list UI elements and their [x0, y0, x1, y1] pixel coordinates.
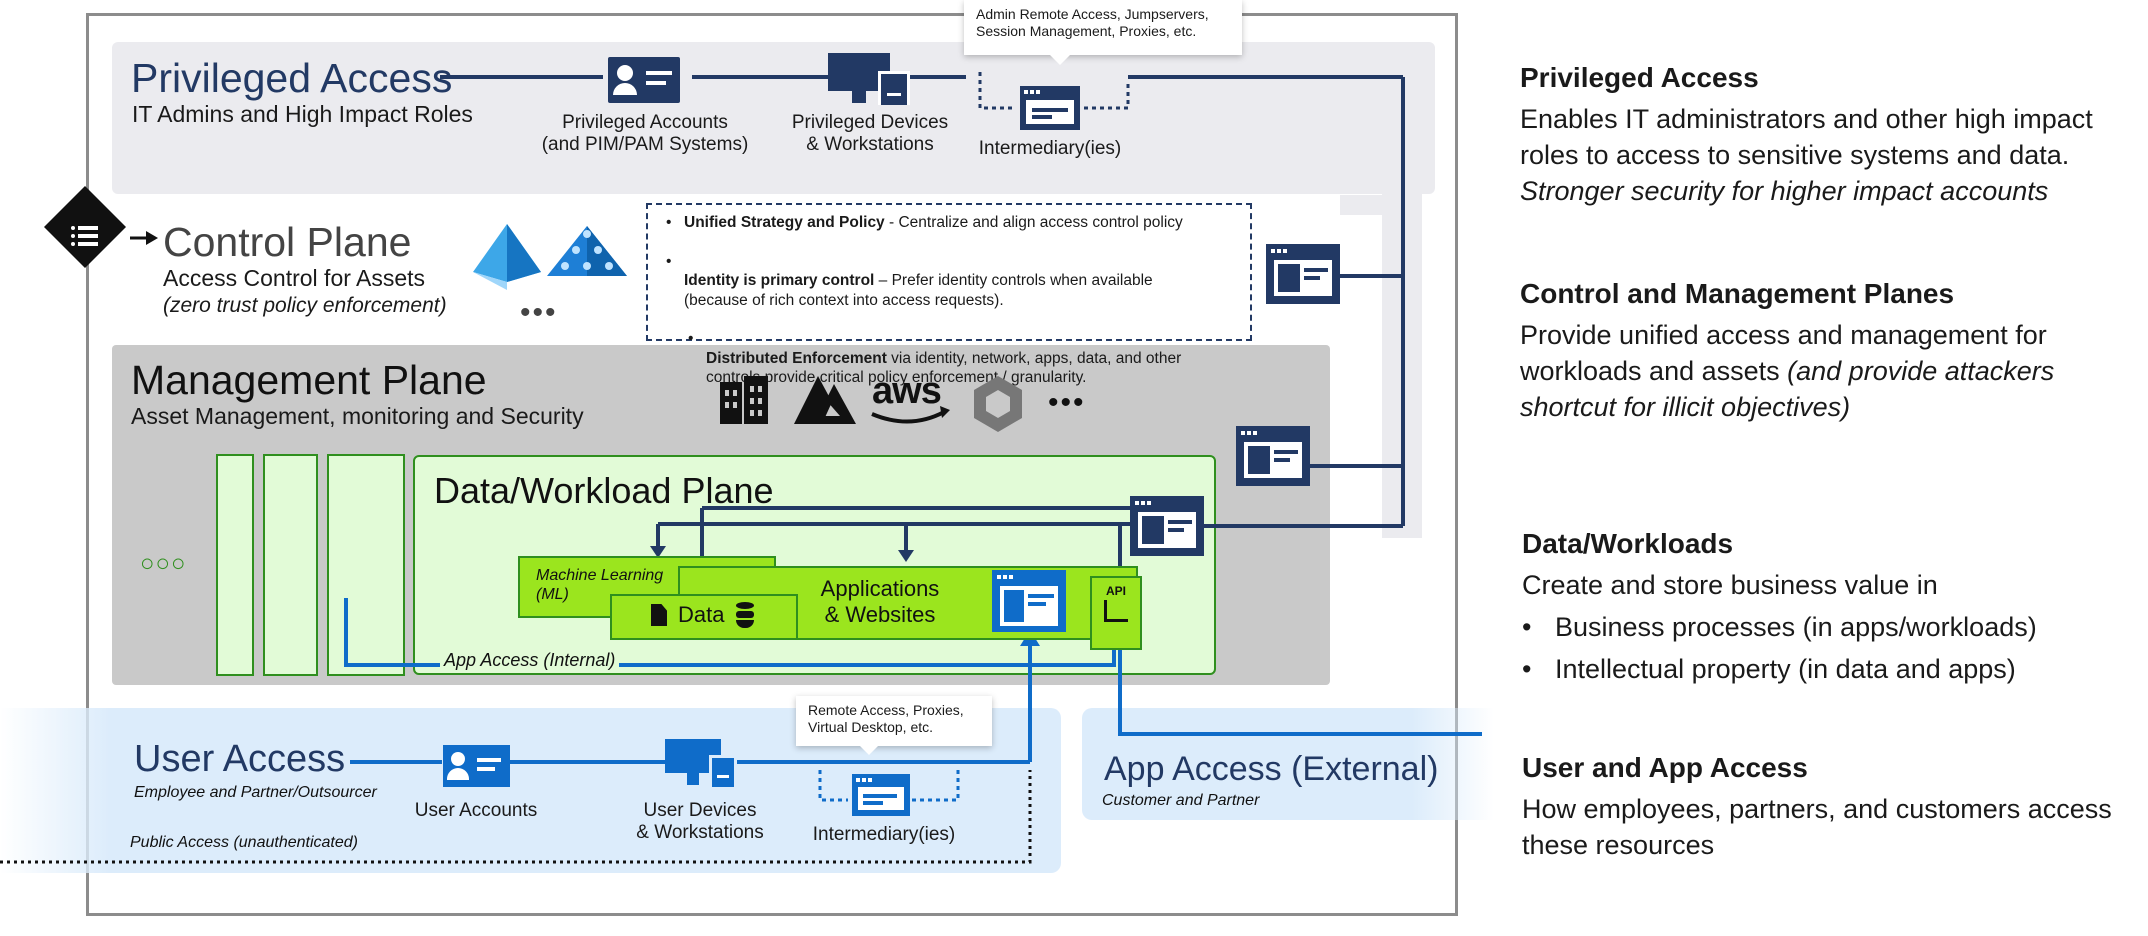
policy-bullet-3: • Distributed Enforcement via identity, …	[688, 330, 1182, 386]
user-intermediary-icon	[852, 774, 910, 816]
database-icon	[736, 602, 754, 628]
management-ellipsis: •••	[1048, 386, 1086, 419]
data-label: Data	[678, 602, 725, 627]
outer-frame	[86, 13, 1458, 916]
user-intermediary-label: Intermediary(ies)	[812, 824, 956, 845]
api-plug-icon	[1104, 600, 1128, 622]
section-data-body: Create and store business value in	[1522, 570, 1938, 600]
section-data-bullet-1: •Business processes (in apps/workloads)	[1522, 612, 2037, 642]
policy-bullet-1-bold: Unified Strategy and Policy	[684, 214, 885, 231]
section-privileged-text: Enables IT administrators and other high…	[1520, 104, 2093, 170]
user-subtitle: Employee and Partner/Outsourcer	[134, 784, 377, 801]
aws-logo-text: aws	[872, 370, 942, 412]
section-planes-body: Provide unified access and management fo…	[1520, 318, 2120, 426]
privileged-title: Privileged Access	[131, 55, 453, 101]
privileged-accounts-label: Privileged Accounts (and PIM/PAM Systems…	[541, 112, 749, 155]
privileged-callout: Admin Remote Access, Jumpservers, Sessio…	[964, 0, 1242, 55]
management-title: Management Plane	[131, 357, 487, 403]
control-admin-window-icon	[1266, 244, 1340, 304]
control-subtitle: Access Control for Assets	[163, 265, 426, 291]
workload-column-1	[216, 454, 254, 676]
callout-pointer	[1050, 55, 1070, 65]
section-planes-italic: (and provide attackers shortcut for illi…	[1520, 355, 2055, 422]
workload-title: Data/Workload Plane	[434, 470, 774, 511]
policy-bullet-2-text: – Prefer identity controls when availabl…	[684, 272, 1153, 309]
api-box	[1090, 576, 1142, 650]
section-data-bullet-2: •Intellectual property (in data and apps…	[1522, 654, 2016, 684]
user-callout: Remote Access, Proxies, Virtual Desktop,…	[796, 696, 992, 746]
diagram: Privileged Access IT Admins and High Imp…	[0, 0, 1494, 916]
privileged-callout-text: Admin Remote Access, Jumpservers, Sessio…	[976, 6, 1209, 39]
section-privileged-title: Privileged Access	[1520, 62, 1759, 93]
privileged-subtitle: IT Admins and High Impact Roles	[132, 101, 473, 127]
control-subtitle-italic: (zero trust policy enforcement)	[163, 294, 447, 317]
section-privileged-body: Enables IT administrators and other high…	[1520, 102, 2140, 210]
control-ellipsis: •••	[520, 296, 558, 329]
control-policy-box: • Unified Strategy and Policy - Centrali…	[646, 203, 1252, 386]
policy-list-glyph	[71, 226, 99, 246]
app-external-title: App Access (External)	[1104, 750, 1439, 788]
app-external-band	[1082, 708, 1494, 820]
management-subtitle: Asset Management, monitoring and Securit…	[131, 403, 584, 429]
app-access-internal-label: App Access (Internal)	[440, 650, 620, 671]
privileged-accounts-icon	[608, 57, 680, 103]
section-data-bullet-2-text: Intellectual property (in data and apps)	[1555, 654, 2016, 684]
privileged-band	[112, 42, 1435, 194]
user-devices-label: User Devices & Workstations	[636, 800, 764, 843]
section-data-title: Data/Workloads	[1522, 528, 1734, 559]
workload-admin-window-icon	[1130, 496, 1204, 556]
right-panel: Privileged Access Enables IT administrat…	[1520, 0, 2140, 936]
public-access-label: Public Access (unauthenticated)	[130, 834, 358, 851]
policy-bullet-2-bold: Identity is primary control	[684, 272, 875, 290]
user-accounts-icon	[443, 745, 510, 787]
section-access-body: How employees, partners, and customers a…	[1522, 794, 2112, 860]
management-admin-window-icon	[1236, 426, 1310, 486]
control-title: Control Plane	[163, 219, 412, 265]
policy-bullet-1-text: - Centralize and align access control po…	[884, 214, 1183, 231]
policy-bullet-3-text: via identity, network, apps, data, and o…	[706, 349, 1182, 386]
document-icon	[651, 604, 667, 626]
ml-label: Machine Learning (ML)	[536, 567, 664, 604]
workload-circles: ○○○	[140, 550, 187, 577]
privileged-devices-icon	[828, 53, 910, 105]
apps-label: Applications & Websites	[820, 576, 940, 628]
connector-band-h1	[1340, 195, 1390, 215]
user-devices-icon	[665, 739, 737, 789]
privileged-intermediary-icon	[1020, 86, 1080, 130]
workload-column-3	[327, 454, 405, 676]
workload-column-2	[263, 454, 318, 676]
app-external-subtitle: Customer and Partner	[1102, 792, 1260, 809]
section-access-title: User and App Access	[1522, 752, 1808, 783]
user-callout-pointer	[860, 746, 878, 755]
app-window-icon	[992, 570, 1066, 632]
policy-bullet-2: • Identity is primary control – Prefer i…	[666, 252, 1153, 309]
privileged-intermediary-label: Intermediary(ies)	[978, 138, 1122, 159]
policy-bullet-1: • Unified Strategy and Policy - Centrali…	[666, 214, 1183, 231]
privileged-devices-label: Privileged Devices & Workstations	[791, 112, 949, 155]
building-icon	[720, 376, 768, 424]
policy-bullet-3-bold: Distributed Enforcement	[706, 349, 887, 367]
section-planes-text: Provide unified access and management fo…	[1520, 320, 2047, 386]
user-title: User Access	[134, 738, 346, 780]
user-callout-text: Remote Access, Proxies, Virtual Desktop,…	[808, 702, 964, 735]
section-data-bullet-1-text: Business processes (in apps/workloads)	[1555, 612, 2037, 642]
api-label: API	[1105, 584, 1126, 598]
data-box	[610, 594, 798, 640]
section-planes-title: Control and Management Planes	[1520, 278, 1955, 309]
user-accounts-label: User Accounts	[414, 800, 538, 821]
section-privileged-italic: Stronger security for higher impact acco…	[1520, 175, 2049, 206]
